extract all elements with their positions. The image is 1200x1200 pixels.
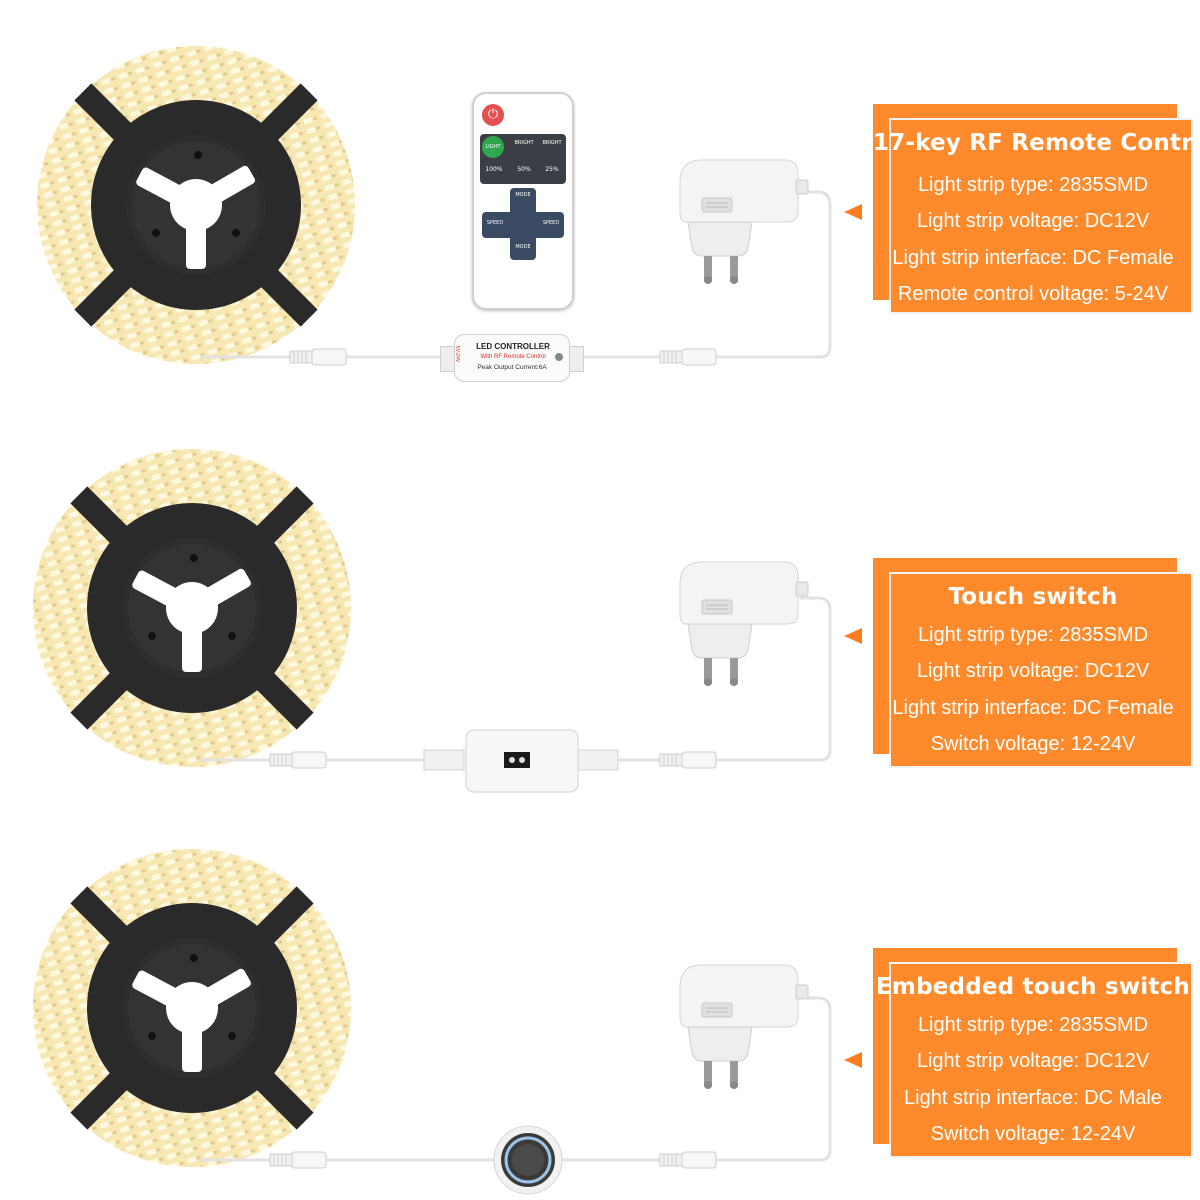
remote-100-key: 100%: [485, 166, 503, 173]
panel-line: Light strip type: 2835SMD: [917, 1014, 1149, 1036]
remote-mode-bottom: MODE: [515, 244, 531, 250]
pointer-arrow-1: [844, 204, 862, 220]
remote-speed-right: SPEED: [542, 220, 560, 226]
panel-title: 17-key RF Remote Control: [873, 130, 1200, 156]
controller-side-label: 5V-24V: [454, 345, 461, 363]
panel-line: Light strip interface: DC Female: [892, 697, 1174, 719]
info-panel-touch-switch: Touch switch Light strip type: 2835SMD L…: [873, 558, 1193, 768]
panel-line: Light strip type: 2835SMD: [917, 624, 1149, 646]
remote-power-icon: ⏻: [482, 104, 504, 126]
controller-current: Peak Output Current:6A: [477, 364, 547, 371]
info-panel-embedded-touch-switch: Embedded touch switch Light strip type: …: [873, 948, 1193, 1158]
remote-keypad: LIGHT BRIGHT BRIGHT 100% 50% 25%: [480, 134, 566, 184]
power-adapter-2: [679, 561, 809, 687]
power-adapter-1: [679, 159, 809, 285]
panel-line: Light strip voltage: DC12V: [916, 210, 1150, 232]
remote-light-key: LIGHT: [482, 136, 504, 158]
panel-title: Touch switch: [948, 584, 1118, 610]
remote-dpad-horizontal: [482, 212, 564, 238]
touch-switch-box: [423, 729, 619, 793]
panel-line: Remote control voltage: 5-24V: [897, 283, 1169, 305]
remote-50-key: 50%: [517, 166, 531, 173]
cable-row-3: [200, 996, 832, 1162]
panel-line: Light strip interface: DC Female: [892, 247, 1174, 269]
info-panel-rf-remote: 17-key RF Remote Control Light strip typ…: [873, 104, 1200, 314]
panel-line: Switch voltage: 12-24V: [930, 1123, 1136, 1145]
led-controller-module: LED CONTROLLER With RF Remote Control Pe…: [440, 334, 584, 382]
pointer-arrow-2: [844, 628, 862, 644]
embedded-touch-switch: [493, 1125, 563, 1195]
panel-line: Light strip type: 2835SMD: [917, 174, 1149, 196]
controller-led-indicator: [555, 353, 563, 361]
controller-title: LED CONTROLLER: [476, 342, 550, 351]
panel-line: Light strip interface: DC Male: [904, 1087, 1162, 1109]
led-reel-2: [34, 450, 350, 766]
panel-line: Light strip voltage: DC12V: [916, 660, 1150, 682]
panel-title: Embedded touch switch: [876, 974, 1190, 1000]
controller-body: LED CONTROLLER With RF Remote Control Pe…: [454, 334, 570, 382]
pointer-arrow-3: [844, 1052, 862, 1068]
power-adapter-3: [679, 964, 809, 1090]
remote-speed-left: SPEED: [486, 220, 504, 226]
remote-25-key: 25%: [545, 166, 559, 173]
panel-line: Light strip voltage: DC12V: [916, 1050, 1150, 1072]
remote-mode-top: MODE: [515, 192, 531, 198]
rf-remote: ⏻ LIGHT BRIGHT BRIGHT 100% 50% 25% MODE …: [472, 92, 574, 310]
controller-subtitle: With RF Remote Control: [480, 354, 546, 360]
led-reel-1: [38, 47, 354, 363]
remote-bright-down-key: BRIGHT: [542, 140, 562, 146]
remote-bright-up-key: BRIGHT: [514, 140, 534, 146]
panel-line: Switch voltage: 12-24V: [930, 733, 1136, 755]
led-reel-3: [34, 850, 350, 1166]
